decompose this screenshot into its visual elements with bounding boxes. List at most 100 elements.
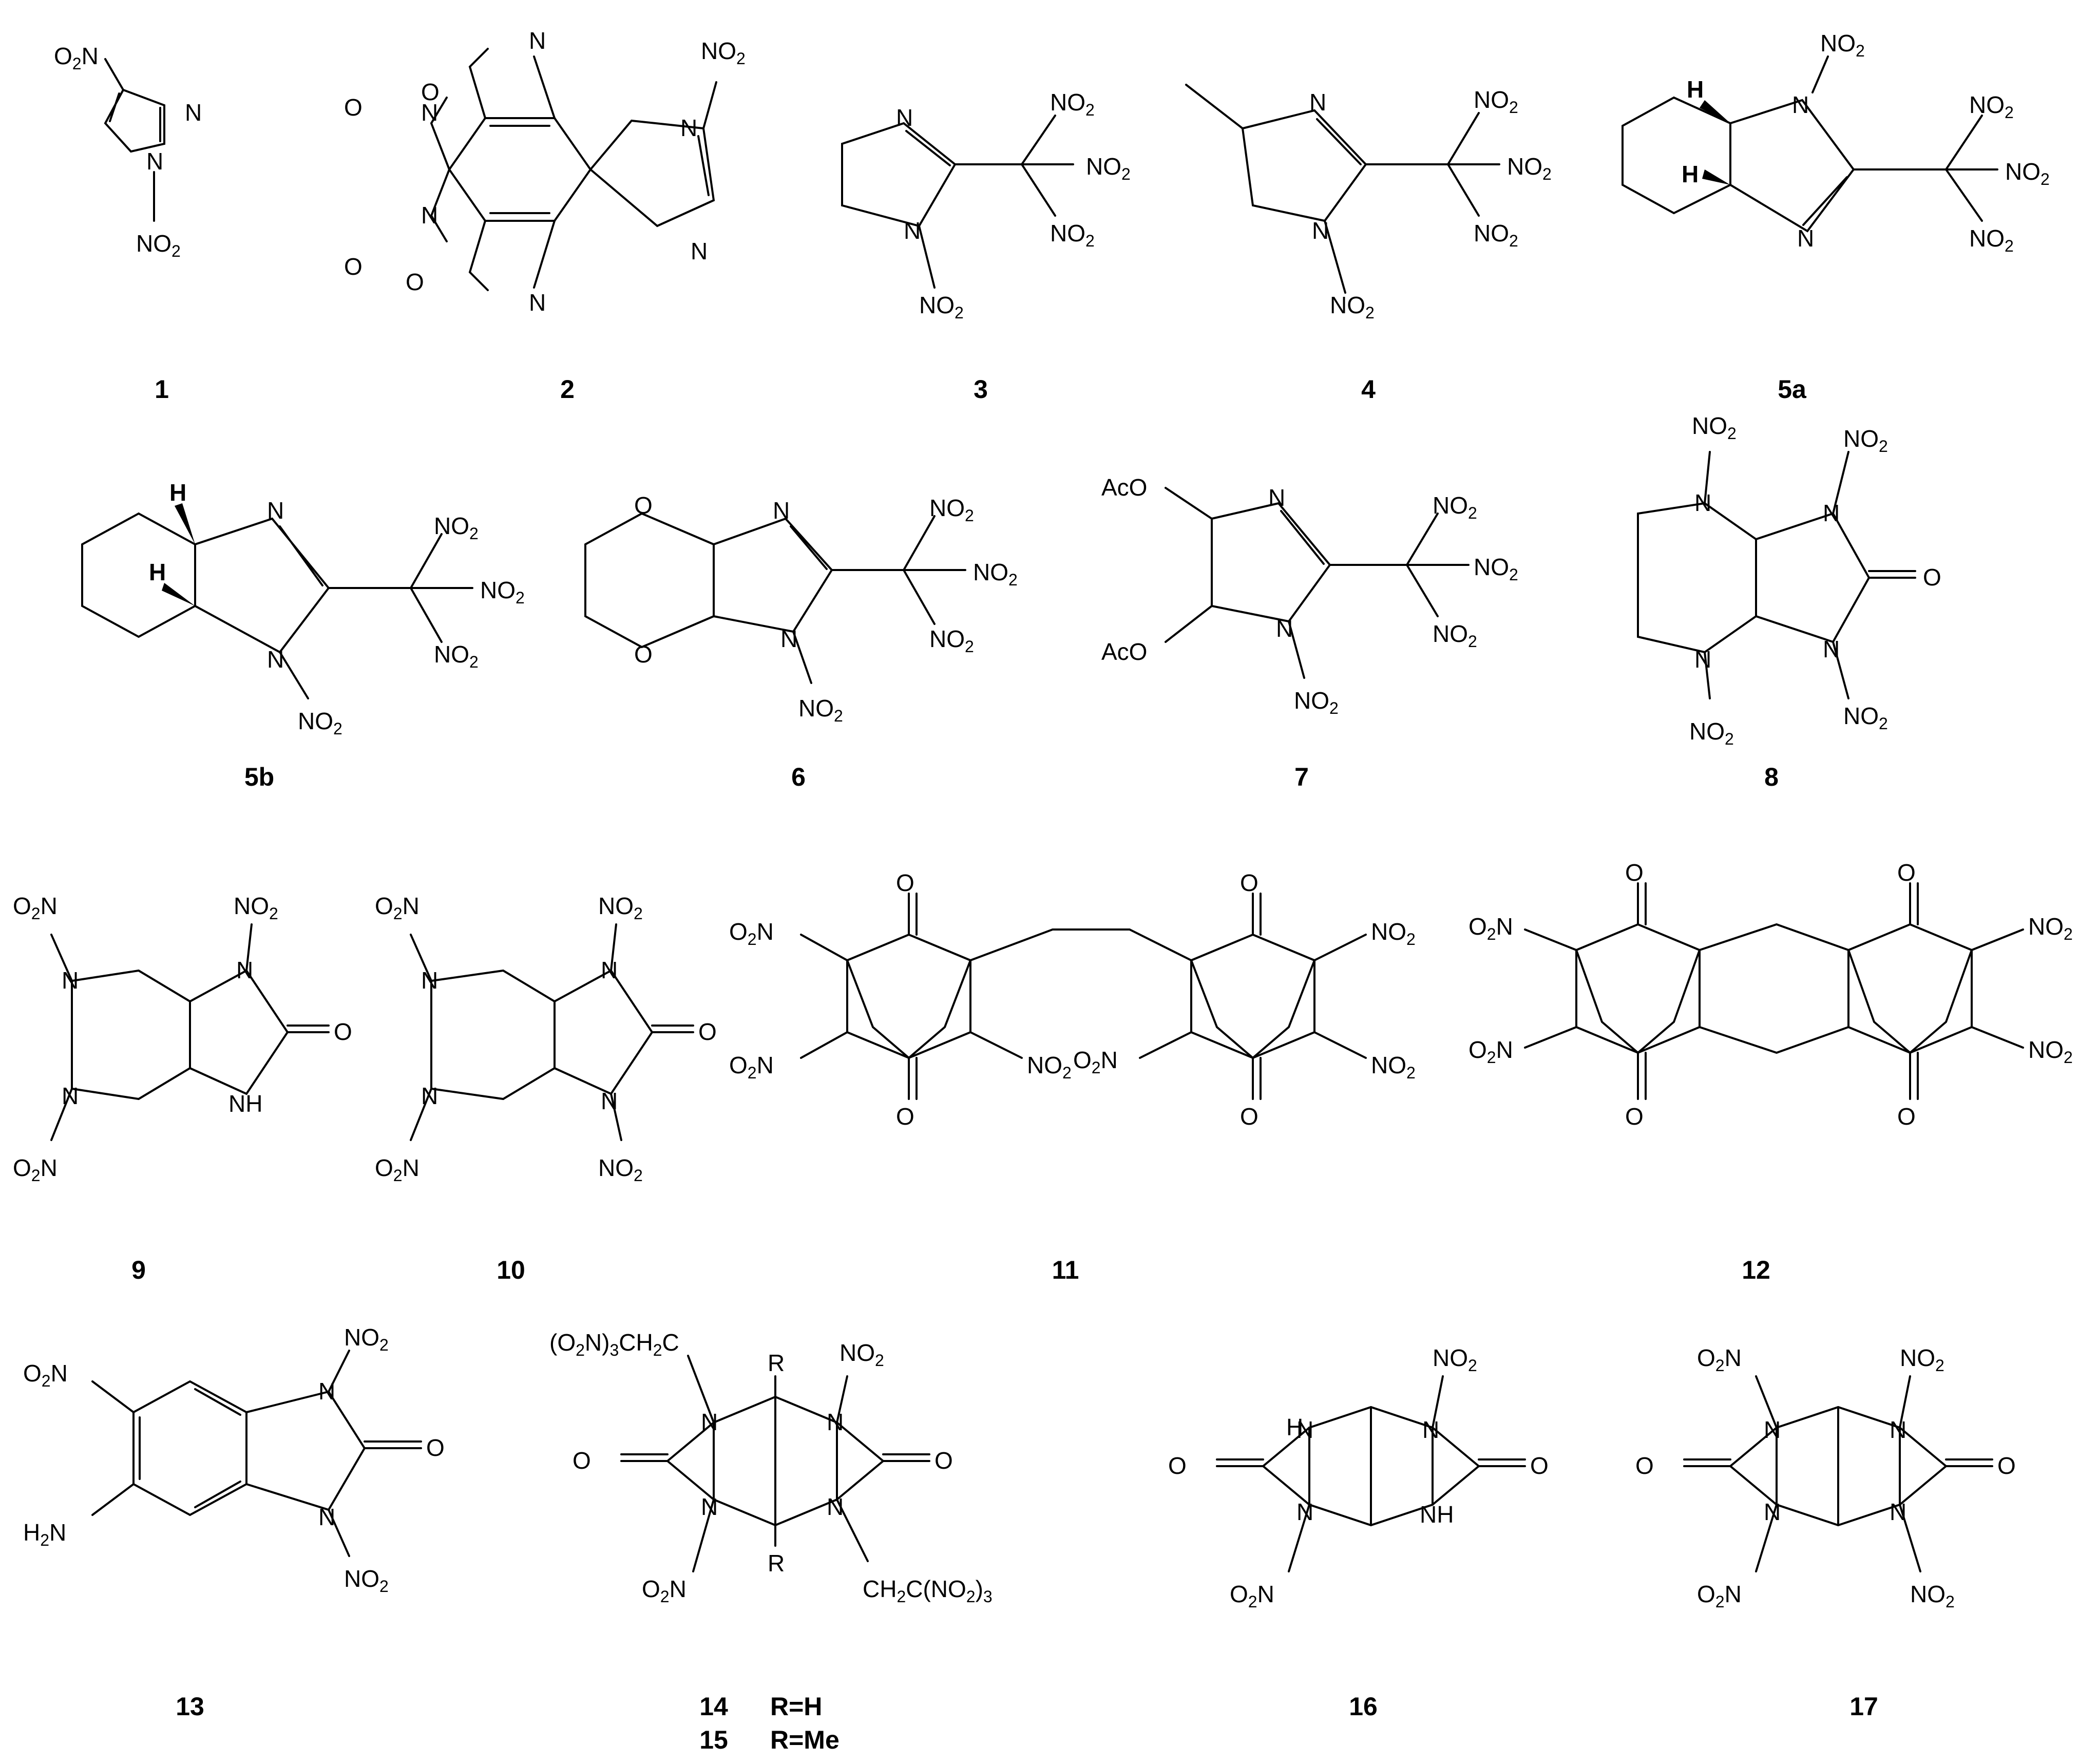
svg-text:O: O: [1530, 1452, 1549, 1479]
structure-16: H N N N NH O O NO2 O2N: [1168, 1344, 1549, 1611]
label-15: 15: [699, 1725, 728, 1754]
structure-3: N N NO2 NO2 NO2 NO2: [841, 89, 1131, 322]
label-11: 11: [1052, 1256, 1079, 1284]
svg-text:NO2: NO2: [973, 559, 1018, 589]
svg-text:R: R: [768, 1550, 785, 1577]
svg-text:NO2: NO2: [1433, 1344, 1477, 1375]
svg-text:N: N: [62, 967, 79, 994]
structure-13: O2N H2N N N O NO2 NO2: [23, 1324, 445, 1596]
substituent-14: R=H: [770, 1692, 822, 1721]
svg-text:O2N: O2N: [1230, 1581, 1274, 1611]
svg-text:O2N: O2N: [1697, 1344, 1742, 1375]
svg-text:NO2: NO2: [1692, 412, 1737, 443]
svg-text:N: N: [1764, 1499, 1781, 1525]
label-10: 10: [497, 1256, 525, 1284]
svg-text:NO2: NO2: [1910, 1581, 1955, 1611]
svg-text:N: N: [1694, 489, 1711, 516]
label-6: 6: [791, 763, 806, 791]
label-5b: 5b: [244, 763, 274, 791]
svg-text:NO2: NO2: [434, 641, 479, 671]
svg-text:O2N: O2N: [375, 1154, 419, 1185]
svg-text:NO2: NO2: [344, 1324, 389, 1354]
svg-text:H: H: [1687, 76, 1704, 103]
svg-text:NH: NH: [228, 1090, 262, 1117]
structure-12: O O O O O2N O2N NO2 NO2: [1468, 859, 2073, 1130]
svg-text:O2N: O2N: [1073, 1047, 1118, 1077]
svg-text:N: N: [267, 646, 284, 673]
svg-text:N: N: [1276, 615, 1293, 642]
svg-text:H: H: [169, 479, 186, 506]
svg-text:NO2: NO2: [2028, 1036, 2073, 1067]
svg-text:N: N: [1694, 646, 1711, 673]
svg-text:N: N: [62, 1083, 79, 1109]
svg-text:N: N: [236, 957, 253, 983]
svg-text:N: N: [680, 115, 697, 141]
svg-text:O2N: O2N: [13, 893, 58, 923]
svg-text:NO2: NO2: [1433, 492, 1477, 522]
svg-text:NO2: NO2: [2005, 158, 2050, 188]
svg-text:NO2: NO2: [701, 37, 746, 68]
svg-text:O: O: [426, 1434, 445, 1461]
svg-text:NO2: NO2: [1371, 918, 1416, 949]
svg-text:O2N: O2N: [13, 1154, 58, 1185]
svg-text:NO2: NO2: [1433, 620, 1477, 651]
svg-text:N: N: [1309, 89, 1326, 116]
structure-1: O2N N N NO2: [54, 43, 202, 260]
svg-text:O: O: [1240, 1103, 1258, 1130]
svg-text:(O2N)3CH2C: (O2N)3CH2C: [549, 1329, 679, 1359]
structure-17: N N N N O O O2N NO2 O2N NO2: [1635, 1344, 2016, 1611]
svg-text:O: O: [1897, 859, 1916, 886]
svg-text:N: N: [1823, 500, 1840, 526]
svg-text:O2N: O2N: [54, 43, 99, 73]
svg-text:N: N: [601, 957, 618, 983]
label-2: 2: [560, 375, 575, 404]
svg-text:N: N: [318, 1378, 335, 1405]
label-17: 17: [1849, 1692, 1878, 1721]
svg-text:N: N: [691, 238, 708, 264]
svg-text:NO2: NO2: [1900, 1344, 1944, 1375]
svg-text:N: N: [1764, 1416, 1781, 1443]
svg-text:O2N: O2N: [642, 1576, 686, 1606]
svg-text:N: N: [896, 104, 913, 131]
structure-7: AcO AcO N N NO2 NO2 NO2 NO2: [1101, 474, 1518, 717]
label-7: 7: [1294, 763, 1309, 791]
svg-text:NO2: NO2: [298, 708, 342, 738]
svg-text:O: O: [698, 1018, 717, 1045]
svg-text:O: O: [573, 1447, 591, 1474]
svg-text:NO2: NO2: [798, 695, 843, 725]
svg-text:N: N: [1890, 1499, 1906, 1525]
svg-text:NO2: NO2: [1027, 1052, 1072, 1082]
svg-text:O: O: [634, 641, 653, 668]
svg-text:N: N: [827, 1493, 844, 1520]
svg-text:NO2: NO2: [598, 1154, 643, 1185]
svg-text:NO2: NO2: [1050, 89, 1095, 119]
svg-text:O: O: [406, 269, 424, 295]
svg-text:NO2: NO2: [1843, 703, 1888, 733]
svg-text:O: O: [896, 869, 914, 896]
svg-text:NO2: NO2: [480, 577, 525, 607]
svg-text:O: O: [1625, 1103, 1644, 1130]
svg-text:N: N: [1296, 1499, 1313, 1525]
svg-text:O2N: O2N: [23, 1360, 68, 1390]
svg-text:O2N: O2N: [1697, 1581, 1742, 1611]
svg-text:N: N: [601, 1088, 618, 1114]
structure-14-15: (O2N)3CH2C R R N N N N O O NO2 O2N CH2C(…: [549, 1329, 993, 1606]
svg-text:N: N: [701, 1409, 718, 1435]
svg-text:O2N: O2N: [1468, 913, 1513, 943]
svg-text:N: N: [421, 99, 438, 126]
svg-text:NO2: NO2: [1843, 425, 1888, 456]
svg-text:N: N: [421, 202, 438, 229]
svg-text:NO2: NO2: [1050, 220, 1095, 250]
structure-2: O O N N N N O O N N NO2: [344, 27, 746, 316]
svg-text:NO2: NO2: [234, 893, 278, 923]
svg-text:N: N: [421, 967, 438, 994]
svg-text:R: R: [768, 1350, 785, 1376]
svg-text:N: N: [267, 497, 284, 524]
svg-text:O2N: O2N: [729, 1052, 774, 1082]
svg-text:NO2: NO2: [1330, 292, 1375, 322]
svg-text:NO2: NO2: [136, 230, 181, 260]
svg-text:NH: NH: [1420, 1501, 1454, 1528]
svg-text:O: O: [334, 1018, 352, 1045]
